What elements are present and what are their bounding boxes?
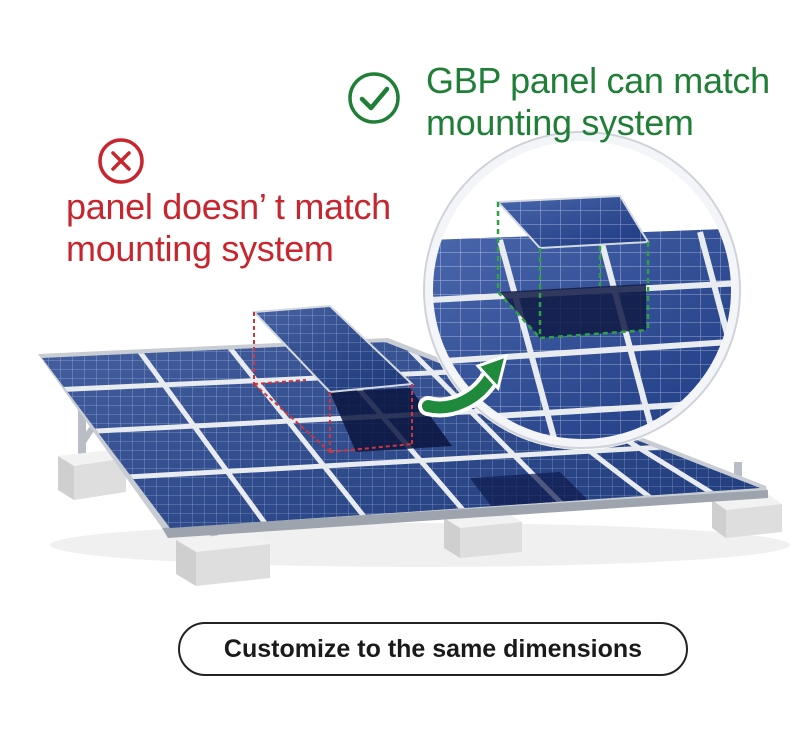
mismatch-caption-line-1: panel doesn’ t match — [66, 186, 391, 227]
match-caption: GBP panel can match mounting system — [426, 60, 770, 144]
match-caption-line-1: GBP panel can match — [426, 60, 770, 101]
mismatch-fit-box — [253, 312, 413, 453]
customize-dimensions-button[interactable]: Customize to the same dimensions — [178, 622, 688, 676]
mismatch-caption: panel doesn’ t match mounting system — [66, 186, 391, 270]
concrete-block — [58, 450, 126, 500]
concrete-block — [176, 532, 270, 586]
concrete-block — [444, 512, 522, 558]
curved-arrow-icon — [418, 353, 509, 418]
mismatch-caption-line-2: mounting system — [66, 228, 334, 269]
ground-shadow — [50, 523, 790, 567]
x-circle-icon — [98, 138, 144, 184]
check-circle-icon — [348, 72, 400, 124]
match-fit-box — [496, 202, 650, 340]
match-caption-line-2: mounting system — [426, 102, 694, 143]
